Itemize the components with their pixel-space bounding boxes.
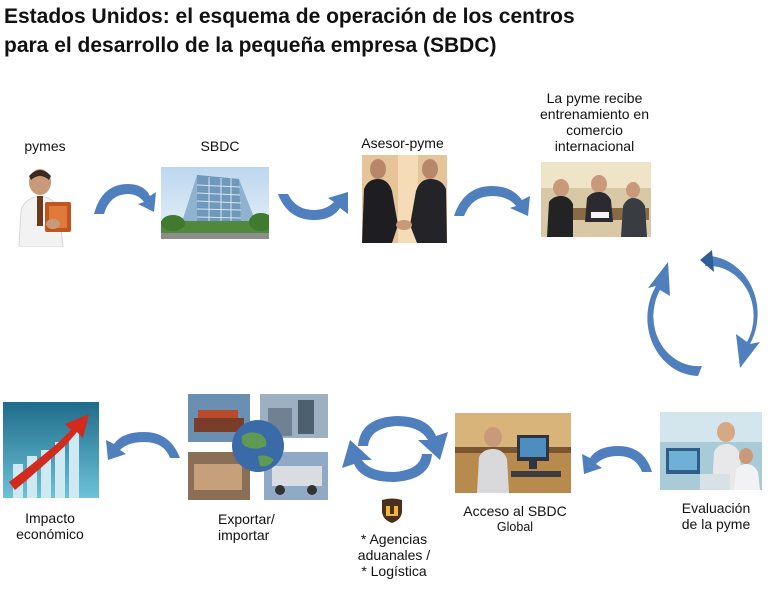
sbdc-building-photo [161, 167, 269, 239]
training-line-4: internacional [554, 138, 635, 154]
pymes-photo [5, 162, 90, 247]
arrow-export-to-impact [106, 432, 180, 460]
arrow-evaluation-to-access [582, 446, 652, 474]
title-line-2: para el desarrollo de la pequeña empresa… [4, 34, 497, 57]
evaluacion-line-2: de la pyme [681, 516, 751, 532]
exportar-line-2: importar [218, 527, 270, 543]
arrow-sbdc-to-asesor [278, 192, 348, 220]
arrow-pymes-to-sbdc [94, 184, 156, 214]
label-exportar: Exportar/ importar [218, 511, 308, 543]
training-line-3: comercio [566, 122, 623, 138]
exportar-line-1: Exportar/ [218, 511, 275, 527]
label-acceso: Acceso al SBDC Global [450, 503, 580, 535]
label-evaluacion: Evaluación de la pyme [670, 500, 762, 532]
label-agencias: * Agencias aduanales / * Logística [344, 531, 444, 579]
label-pymes: pymes [24, 138, 66, 154]
circular-arrows-icon [342, 416, 448, 482]
training-line-2: entrenamiento en [540, 106, 649, 122]
label-asesor-pyme: Asesor-pyme [361, 135, 444, 151]
agencias-line-1: * Agencias [360, 531, 428, 547]
economic-impact-graphic [3, 402, 99, 498]
impacto-line-2: económico [16, 526, 84, 542]
training-meeting-photo [541, 162, 651, 237]
impacto-line-1: Impacto [25, 510, 75, 526]
label-training: La pyme recibe entrenamiento en comercio… [522, 90, 667, 154]
acceso-line-2: Global [496, 520, 534, 534]
label-impacto: Impacto económico [5, 510, 95, 542]
diagram-title: Estados Unidos: el esquema de operación … [4, 2, 764, 60]
export-import-collage [188, 394, 328, 500]
training-line-1: La pyme recibe [546, 90, 643, 106]
title-line-1: Estados Unidos: el esquema de operación … [4, 5, 575, 28]
ups-logo-icon [380, 498, 404, 524]
global-access-photo [455, 413, 571, 493]
evaluation-photo [660, 412, 762, 490]
label-sbdc: SBDC [200, 138, 240, 154]
asesor-handshake-photo [362, 155, 447, 243]
agencias-line-3: * Logística [361, 563, 427, 579]
cycle-arrows-icon [647, 250, 760, 376]
agencias-line-2: aduanales / [357, 547, 431, 563]
arrow-asesor-to-training [454, 186, 530, 216]
acceso-line-1: Acceso al SBDC [463, 503, 567, 519]
evaluacion-line-1: Evaluación [681, 500, 751, 516]
